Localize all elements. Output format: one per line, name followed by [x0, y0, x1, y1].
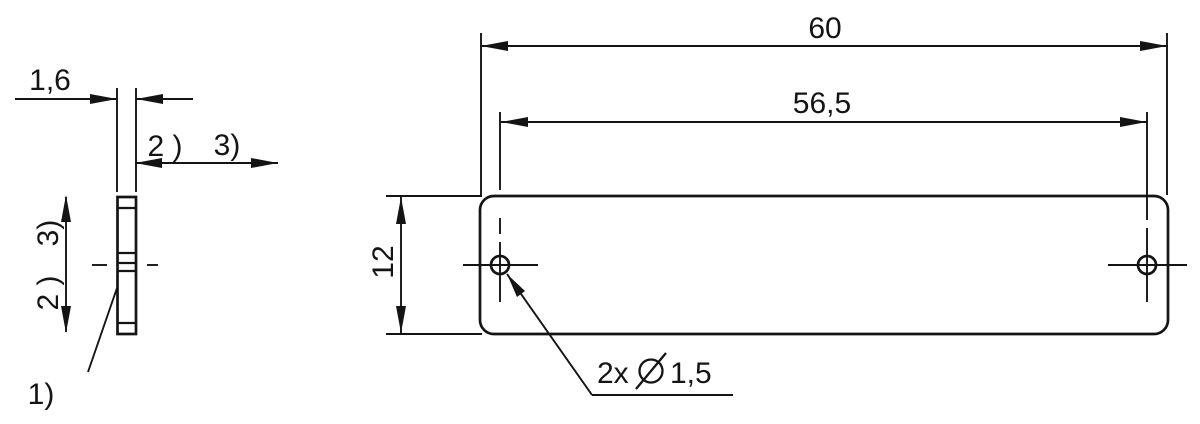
side-view-group: 1,6 2 ) 3) 3) 2 ) 1): [15, 64, 278, 411]
width-arrowhead-left: [481, 41, 508, 51]
surface-note-2-label: 2 ): [147, 130, 182, 163]
diameter-icon-circle: [638, 358, 664, 384]
width-dim-label: 60: [808, 12, 841, 45]
direction-arrowhead-left: [135, 158, 162, 168]
hole-pitch-arrowhead-right: [1120, 117, 1147, 127]
height-note-2-label: 2 ): [32, 275, 65, 310]
plate-side-outline: [116, 195, 138, 336]
height-arrowhead-top: [396, 197, 406, 224]
hole-pitch-arrowhead-left: [501, 117, 528, 127]
thickness-arrowhead-left: [90, 94, 117, 104]
front-view-group: 60 56,5 12 2x 1,5: [367, 12, 1187, 396]
plate-front-outline: [478, 194, 1170, 336]
hole-callout-arrowhead: [507, 274, 525, 297]
surface-note-3-label: 3): [214, 129, 241, 162]
thickness-arrowhead-right: [136, 94, 163, 104]
hole-callout-prefix-label: 2x: [597, 357, 629, 390]
diameter-icon: [635, 352, 667, 390]
hole-callout-leader-line: [506, 273, 593, 396]
hole-pitch-dim-label: 56,5: [793, 87, 851, 120]
height-note-3-label: 3): [32, 220, 65, 247]
width-arrowhead-right: [1140, 41, 1167, 51]
direction-arrowhead-bottom: [61, 306, 71, 333]
height-arrowhead-bottom: [396, 306, 406, 333]
footnote-1-label: 1): [28, 378, 55, 411]
direction-arrowhead-top: [61, 195, 71, 222]
footnote-1-leader-line: [87, 287, 118, 373]
direction-arrowhead-right: [251, 158, 278, 168]
hole-callout-group: 2x 1,5: [506, 273, 733, 396]
height-dim-label: 12: [367, 245, 400, 278]
hole-callout-value-label: 1,5: [670, 357, 712, 390]
thickness-dim-label: 1,6: [29, 64, 71, 97]
diameter-icon-slash: [635, 352, 667, 390]
